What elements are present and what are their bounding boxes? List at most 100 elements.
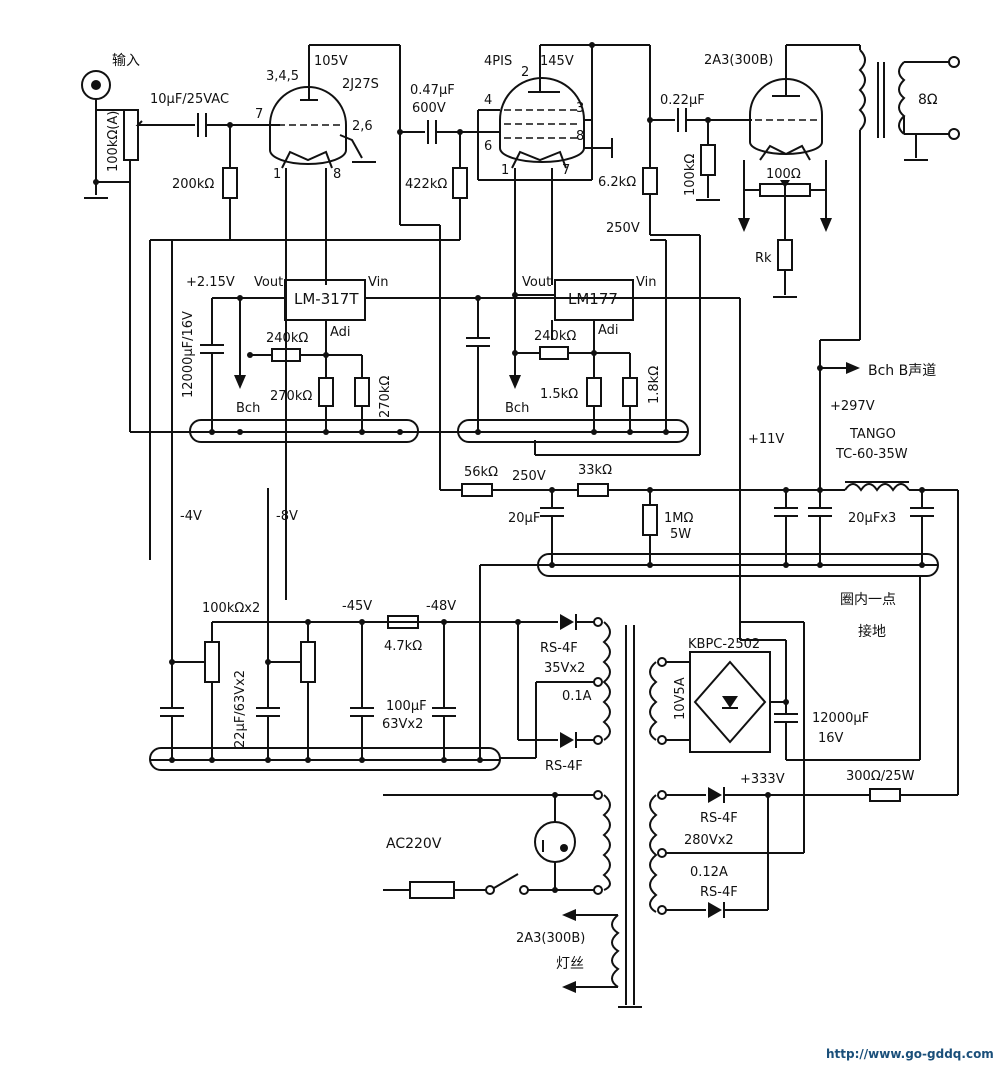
v1-pins-b: 2,6 xyxy=(352,119,373,134)
v-neg8-label: -8V xyxy=(276,509,298,524)
choke-brand-label: TANGO xyxy=(849,427,896,442)
resistor-300-label: 300Ω/25W xyxy=(846,769,915,784)
bias-supply xyxy=(149,240,518,771)
ic2-label: LM177 xyxy=(568,290,618,308)
v-297-label: +297V xyxy=(830,399,875,414)
v-neg45-label: -45V xyxy=(342,599,372,614)
filament-rectifier xyxy=(649,576,921,761)
resistor-1k8-label: 1.8kΩ xyxy=(647,366,662,404)
resistor-240k-a-label: 240kΩ xyxy=(266,331,308,346)
coupling-v1-v2 xyxy=(397,120,500,240)
v-2-15-label: +2.15V xyxy=(186,275,235,290)
ic2-vin-label: Vin xyxy=(636,275,656,290)
v2-pin-3: 3 xyxy=(576,101,584,116)
website-watermark: http://www.go-gddq.com xyxy=(826,1047,994,1061)
tr-0-1a-label: 0.1A xyxy=(562,689,592,704)
resistor-100k-grid-label: 100kΩ xyxy=(683,154,698,196)
resistor-56k-label: 56kΩ xyxy=(464,465,498,480)
tube-v2 xyxy=(477,42,651,295)
mains-label: AC220V xyxy=(386,836,442,852)
resistor-4k7-label: 4.7kΩ xyxy=(384,639,422,654)
bias-rectifier xyxy=(500,614,611,759)
v1-grid-pin: 7 xyxy=(255,107,263,122)
bch-b-label: Bch xyxy=(505,401,529,416)
resistor-270k-a-label: 270kΩ xyxy=(270,389,312,404)
ground-bus-upper xyxy=(130,419,689,443)
tube-v3 xyxy=(738,44,860,298)
ic1-label: LM-317T xyxy=(294,290,359,308)
output-transformer xyxy=(817,45,960,490)
resistor-270k-b-label: 270kΩ xyxy=(378,376,393,418)
bridge-label: KBPC-2502 xyxy=(688,637,760,652)
resistor-33k-label: 33kΩ xyxy=(578,463,612,478)
v1-type-label: 2J27S xyxy=(342,77,379,92)
v2-pin-6: 6 xyxy=(484,139,492,154)
v-250-b-label: 250V xyxy=(512,469,546,484)
tr-35v-label: 35Vx2 xyxy=(544,661,585,676)
resistor-1m-watt: 5W xyxy=(670,527,691,542)
tr-10v-label: 10V5A xyxy=(673,677,688,720)
v1-pin-8: 8 xyxy=(333,167,341,182)
tr-0-12a-label: 0.12A xyxy=(690,865,728,880)
cap-12000-a-label: 12000μF/16V xyxy=(181,311,196,398)
resistor-422k-label: 422kΩ xyxy=(405,177,447,192)
coupling-cap-1-label: 0.47μF xyxy=(410,83,455,98)
v-333-label: +333V xyxy=(740,772,785,787)
resistor-240k-b-label: 240kΩ xyxy=(534,329,576,344)
input-pot-label: 100kΩ(A) xyxy=(106,111,121,172)
v3-type-label: 2A3(300B) xyxy=(704,53,773,68)
v-250-a-label: 250V xyxy=(606,221,640,236)
ground-note-1: 圈内一点 xyxy=(840,592,896,608)
diode-rs4f-2-label: RS-4F xyxy=(545,759,583,774)
power-transformer-core xyxy=(618,625,642,1008)
v-11-label: +11V xyxy=(748,432,784,447)
v2-type-label: 4PIS xyxy=(484,54,512,69)
cap-100u-label: 100μF xyxy=(386,699,427,714)
cap-12000-b-label: 12000μF xyxy=(812,711,869,726)
heater-winding xyxy=(562,909,620,993)
v2-pin-1: 1 xyxy=(501,163,509,178)
v-neg4-label: -4V xyxy=(180,509,202,524)
resistor-100k-x2-label: 100kΩx2 xyxy=(202,601,260,616)
heater-type-label: 2A3(300B) xyxy=(516,931,585,946)
input-label: 输入 xyxy=(112,53,140,69)
cap-20u-x3-label: 20μFx3 xyxy=(848,511,896,526)
v1-pins-label: 3,4,5 xyxy=(266,69,299,84)
v2-pin-7: 7 xyxy=(562,163,570,178)
rk-label: Rk xyxy=(755,251,772,266)
choke-model-label: TC-60-35W xyxy=(835,447,908,462)
b-channel-label: Bch B声道 xyxy=(868,363,936,379)
hv-secondary xyxy=(649,621,958,918)
resistor-1m-label: 1MΩ xyxy=(664,511,693,526)
coupling-cap-2-label: 0.22μF xyxy=(660,93,705,108)
v2-pin-8: 8 xyxy=(576,129,584,144)
v1-pin-1: 1 xyxy=(273,167,281,182)
bch-a-label: Bch xyxy=(236,401,260,416)
coupling-cap-1-voltage: 600V xyxy=(412,101,446,116)
regulator-2 xyxy=(466,239,741,640)
ic1-vin-label: Vin xyxy=(368,275,388,290)
cap-20u-label: 20μF xyxy=(508,511,540,526)
ground-bus-middle xyxy=(479,553,939,758)
diode-rs4f-1-label: RS-4F xyxy=(540,641,578,656)
ic2-vout-label: Vout xyxy=(522,275,551,290)
mains-primary xyxy=(383,790,611,899)
v-neg48-label: -48V xyxy=(426,599,456,614)
tr-280v-label: 280Vx2 xyxy=(684,833,734,848)
v2-pin-2: 2 xyxy=(521,65,529,80)
ic1-vout-label: Vout xyxy=(254,275,283,290)
input-capacitor-label: 10μF/25VAC xyxy=(150,92,229,107)
heater-label: 灯丝 xyxy=(556,956,584,972)
bplus-filter xyxy=(440,481,959,795)
coupling-v2-v3 xyxy=(534,108,752,456)
cap-100u-voltage: 63Vx2 xyxy=(382,717,423,732)
v1-plate-voltage: 105V xyxy=(314,54,348,69)
cap-22u-label: 22μF/63Vx2 xyxy=(233,670,248,748)
input-section xyxy=(81,70,460,560)
resistor-6k2-label: 6.2kΩ xyxy=(598,175,636,190)
resistor-1k5-label: 1.5kΩ xyxy=(540,387,578,402)
v2-plate-voltage: 145V xyxy=(540,54,574,69)
ic2-adj-label: Adi xyxy=(598,323,619,338)
grid-resistor-label: 200kΩ xyxy=(172,177,214,192)
